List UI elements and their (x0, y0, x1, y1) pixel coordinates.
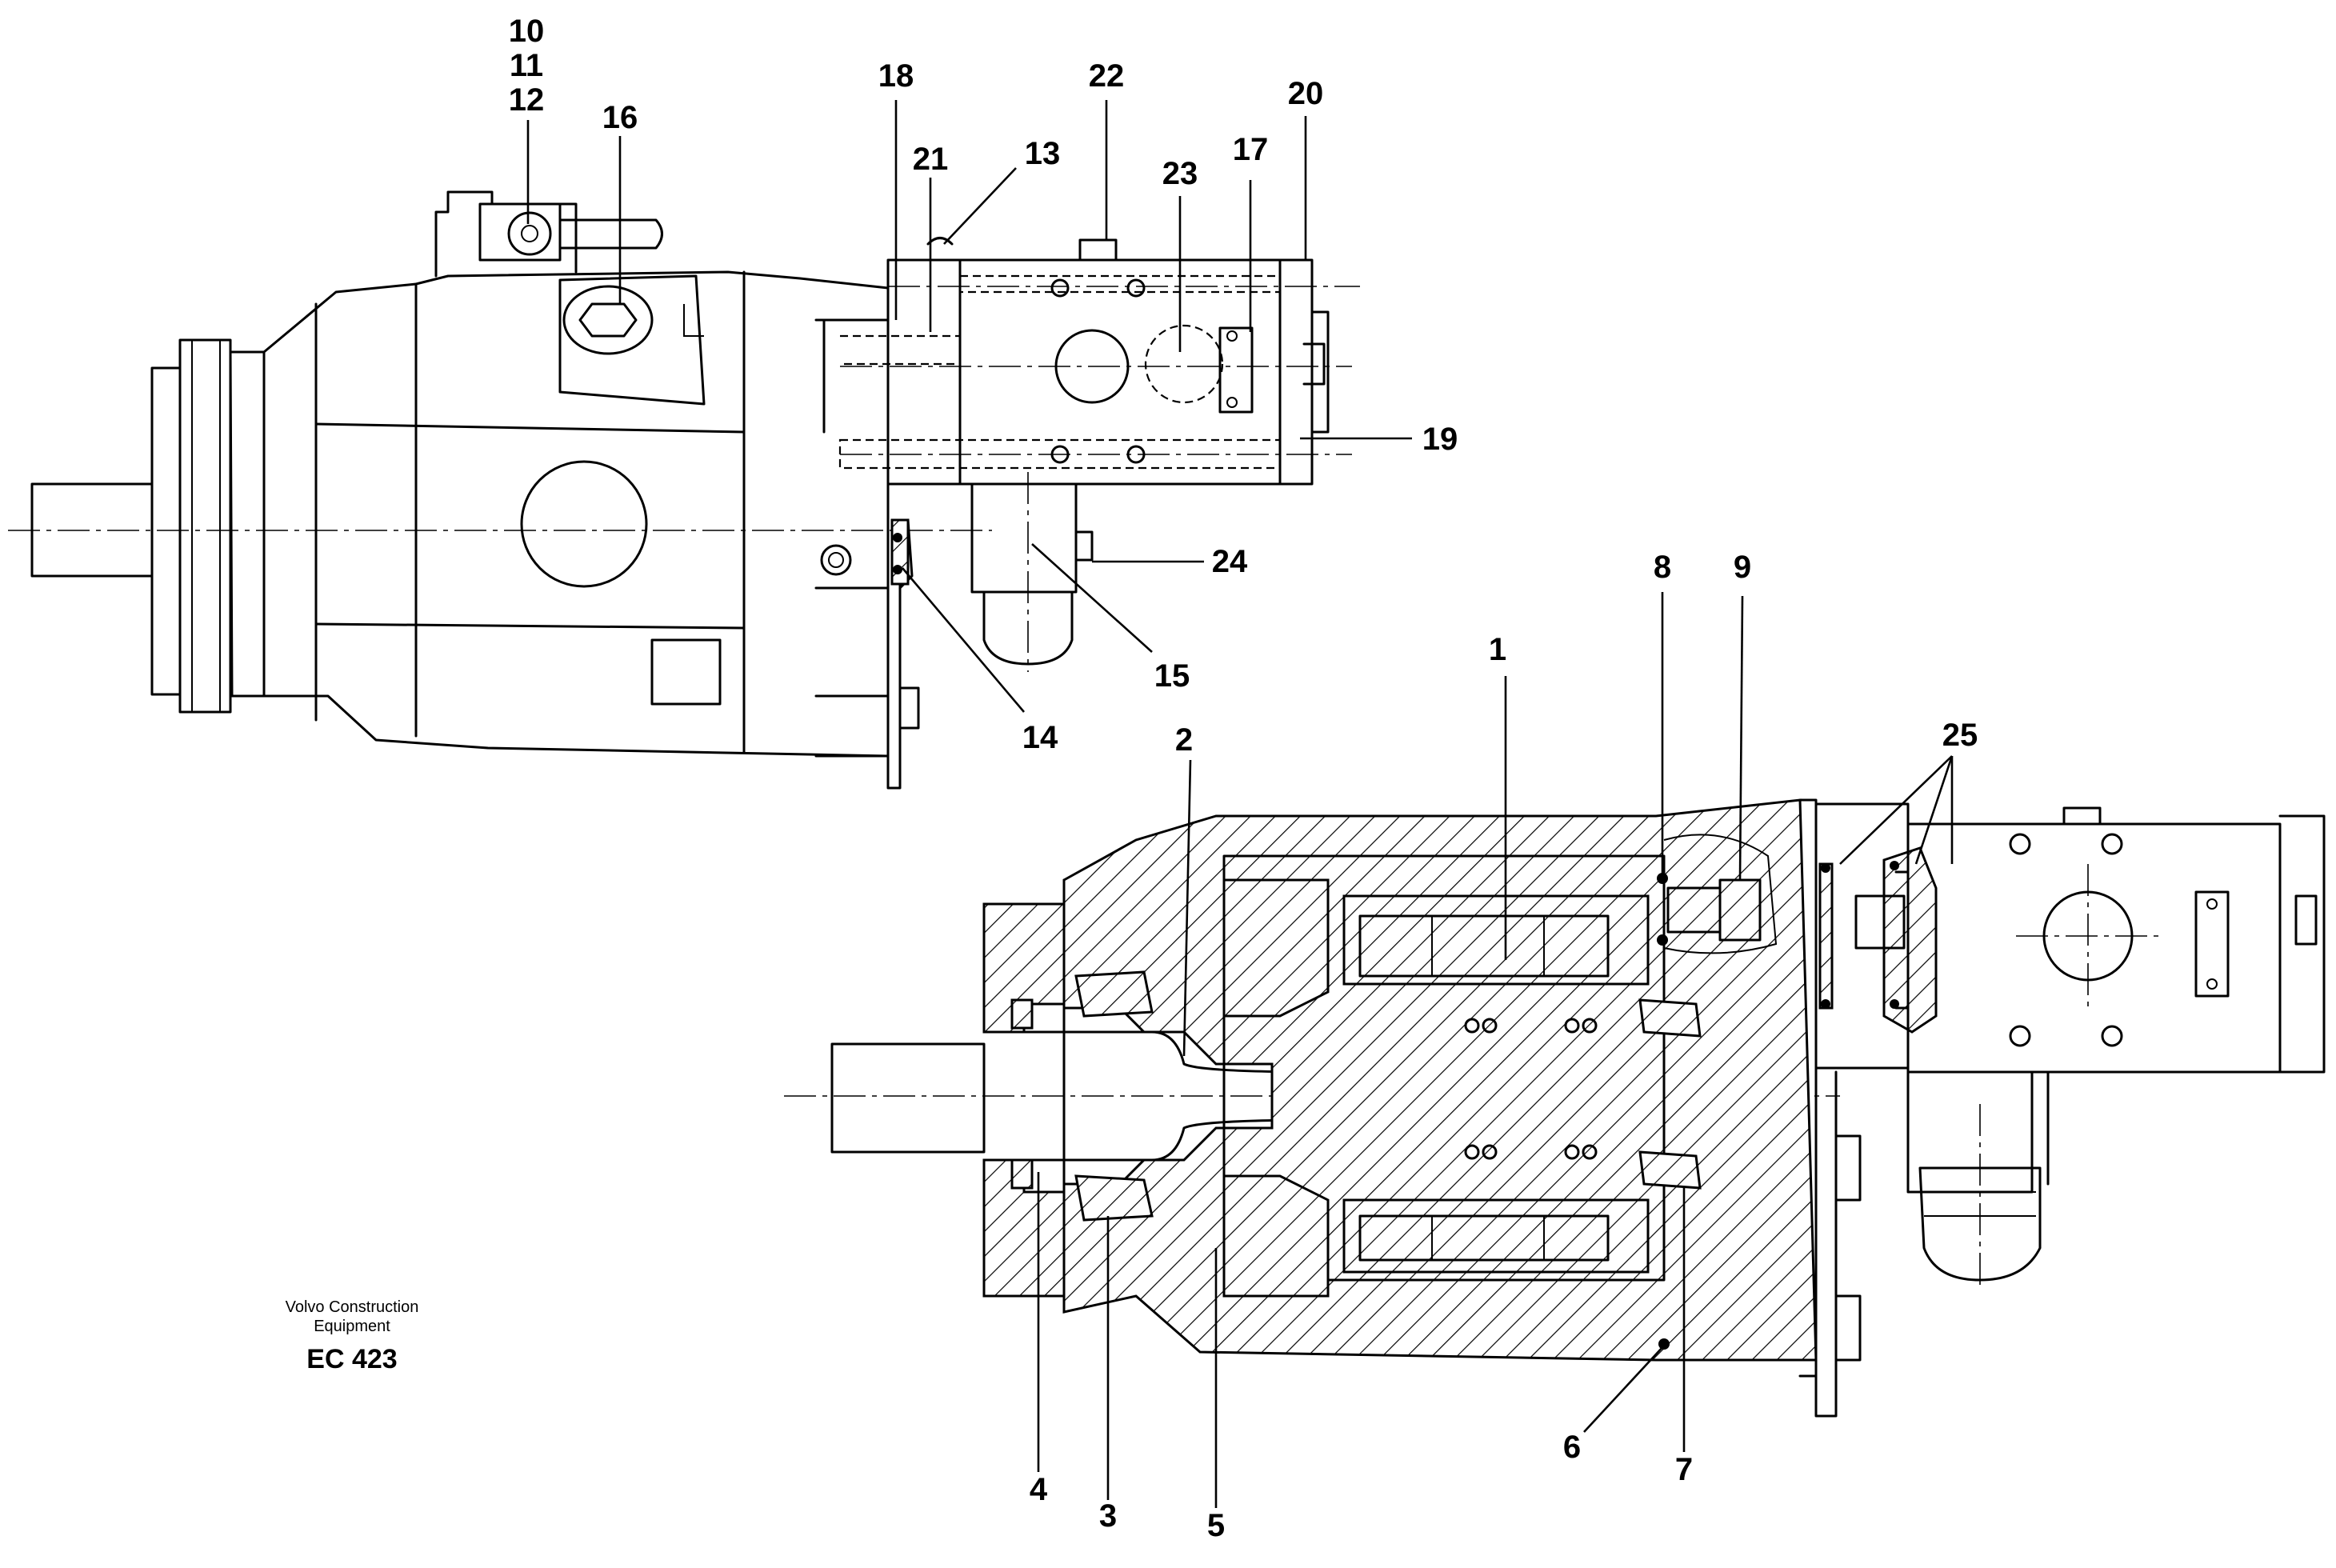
callout-4: 4 (1030, 1472, 1048, 1507)
callout-5: 5 (1207, 1508, 1225, 1543)
callout-2: 2 (1175, 722, 1193, 758)
callout-1: 1 (1489, 632, 1506, 667)
callout-15: 15 (1154, 658, 1190, 694)
callout-11: 11 (510, 48, 543, 83)
pump-side-view (8, 190, 1360, 790)
callout-13: 13 (1025, 136, 1061, 171)
callout-12: 12 (509, 82, 545, 118)
callout-10: 10 (509, 14, 545, 49)
callout-labels: 10 11 12 16 18 21 13 22 23 17 20 19 24 1… (509, 14, 1978, 1543)
callout-6: 6 (1563, 1430, 1581, 1465)
spring-coils (1464, 1018, 1598, 1160)
caption: Volvo Construction Equipment EC 423 (286, 1298, 419, 1374)
callout-17: 17 (1233, 132, 1269, 167)
caption-equipment: Equipment (314, 1318, 390, 1335)
callout-22: 22 (1089, 58, 1125, 94)
callout-19: 19 (1422, 422, 1458, 457)
leader-lines (526, 100, 1954, 1508)
callout-25: 25 (1942, 718, 1978, 753)
caption-company: Volvo Construction (286, 1298, 419, 1316)
callout-8: 8 (1654, 550, 1671, 585)
callout-18: 18 (878, 58, 914, 94)
callout-21: 21 (913, 142, 949, 177)
callout-16: 16 (602, 100, 638, 135)
figure-code: EC 423 (306, 1344, 397, 1374)
callout-9: 9 (1734, 550, 1751, 585)
callout-7: 7 (1675, 1452, 1693, 1487)
callout-14: 14 (1022, 720, 1058, 755)
callout-23: 23 (1162, 156, 1198, 191)
callout-20: 20 (1288, 76, 1324, 111)
pump-section-view (784, 798, 2326, 1418)
callout-3: 3 (1099, 1498, 1117, 1534)
callout-24: 24 (1212, 544, 1248, 579)
